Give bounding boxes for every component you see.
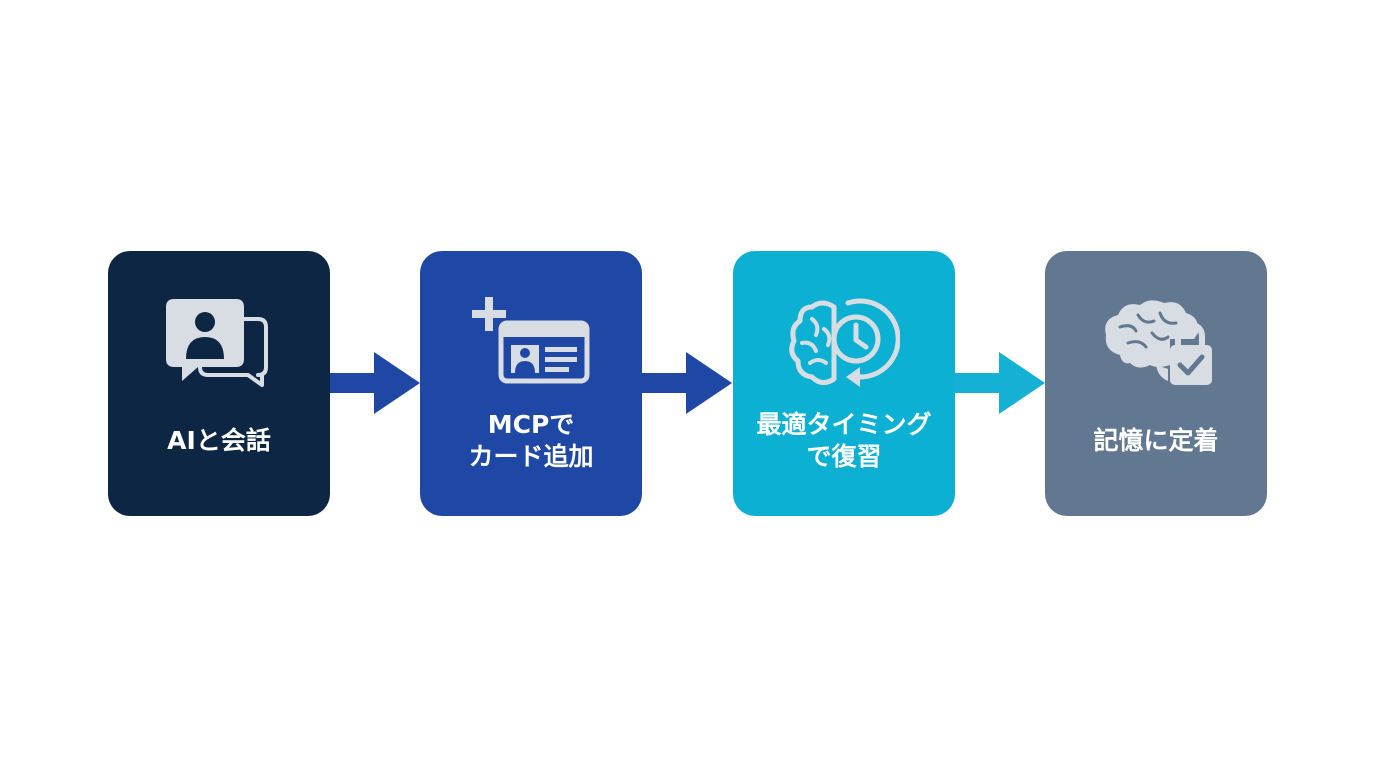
arrow-right <box>330 352 422 414</box>
step-label: AIと会話 <box>167 426 271 455</box>
step-mcp-add-card: MCPで カード追加 <box>420 251 642 516</box>
brain-lock-icon <box>1098 295 1214 391</box>
step-memory-retention: 記憶に定着 <box>1045 251 1267 516</box>
step-label: 最適タイミング で復習 <box>756 410 932 471</box>
step-label: 記憶に定着 <box>1093 426 1219 455</box>
brain-clock-icon <box>788 295 900 391</box>
arrow-right <box>955 352 1047 414</box>
arrow-right <box>642 352 734 414</box>
step-ai-conversation: AIと会話 <box>108 251 330 516</box>
step-optimal-review: 最適タイミング で復習 <box>733 251 955 516</box>
step-label: MCPで カード追加 <box>468 410 594 471</box>
add-card-icon <box>471 295 591 385</box>
chat-person-icon <box>166 297 272 389</box>
